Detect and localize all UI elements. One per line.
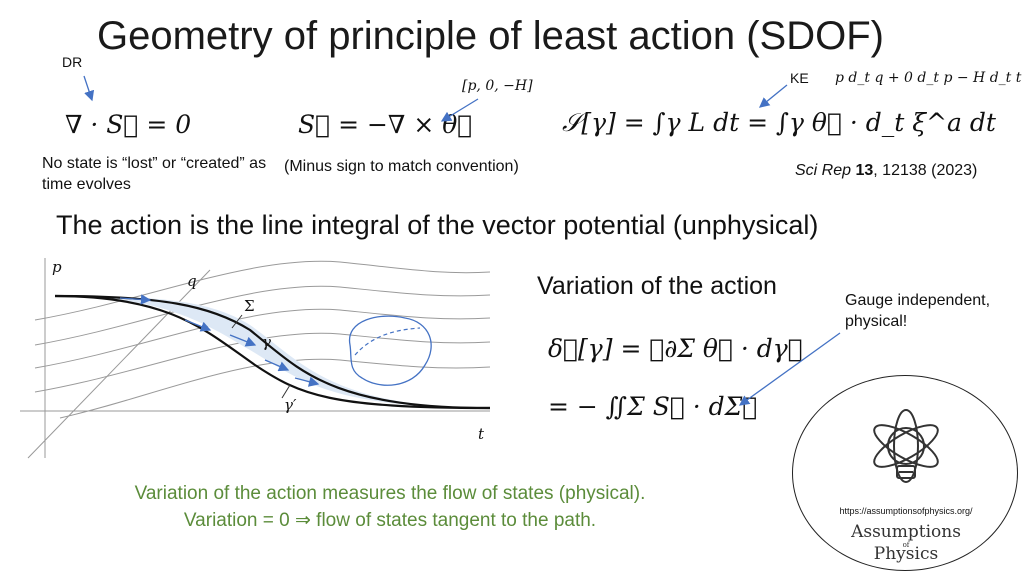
logo-name-1: Assumptions xyxy=(851,522,961,542)
dr-arrow xyxy=(83,75,95,102)
ke-expression-text: p d_t q + 0 d_t p − H d_t t xyxy=(835,70,1022,86)
citation-volume: 13 xyxy=(855,162,874,179)
logo-circle: https://assumptionsofphysics.org/ Assump… xyxy=(792,375,1018,571)
bottom-line-1: Variation of the action measures the flo… xyxy=(134,483,646,504)
gamma-label: γ xyxy=(262,333,271,351)
path-gamma-prime xyxy=(54,294,491,410)
divergence-equation: ∇ · S⃗ = 0 xyxy=(65,110,192,139)
ke-arrow xyxy=(758,84,788,108)
logo-name-of: of xyxy=(902,541,910,549)
ke-label: KE xyxy=(790,70,809,86)
slide-title: Geometry of principle of least action (S… xyxy=(97,14,884,58)
logo-url: https://assumptionsofphysics.org/ xyxy=(839,506,973,516)
citation: Sci Rep 13, 12138 (2023) xyxy=(795,162,977,180)
logo-name-2: Physics xyxy=(873,544,939,564)
closed-loop xyxy=(349,315,432,386)
axis-t-label: t xyxy=(478,425,485,443)
potential-vector: [p, 0, −H] xyxy=(462,78,533,94)
citation-journal: Sci Rep xyxy=(795,162,852,179)
bottom-line-2: Variation = 0 ⇒ flow of states tangent t… xyxy=(183,510,597,531)
axis-q-label: q xyxy=(187,272,197,290)
potential-note: (Minus sign to match convention) xyxy=(284,158,519,175)
variation-equation-1: δ𝒮[γ] = ∮∂Σ θ⃗ · dγ⃗ xyxy=(548,334,803,363)
sigma-pointer xyxy=(231,314,243,329)
q-axis xyxy=(27,269,211,459)
loop-dashed xyxy=(354,327,421,356)
action-equation: 𝒮[γ] = ∫γ L dt = ∫γ θ⃗ · d_t ξ^a dt xyxy=(562,108,996,137)
potential-arrow xyxy=(440,98,479,122)
bottom-note: Variation of the action measures the flo… xyxy=(45,480,735,534)
flow-arrows xyxy=(119,294,320,387)
subtitle: The action is the line integral of the v… xyxy=(56,210,819,240)
gauge-note: Gauge independent, physical! xyxy=(845,292,991,330)
gamma-prime-pointer xyxy=(281,384,291,399)
sigma-label: Σ xyxy=(244,297,255,315)
variation-heading: Variation of the action xyxy=(537,272,777,300)
divergence-note: No state is “lost” or “created” as time … xyxy=(42,155,267,193)
gamma-prime-label: γ′ xyxy=(284,396,297,414)
dr-label: DR xyxy=(62,54,83,70)
variation-equation-2: = − ∬Σ S⃗ · dΣ⃗ xyxy=(548,392,758,421)
atom-lightbulb-icon xyxy=(873,409,939,483)
gauge-arrow xyxy=(738,332,841,406)
citation-rest: , 12138 (2023) xyxy=(873,162,978,179)
sigma-surface xyxy=(55,296,490,408)
axis-p-label: p xyxy=(52,258,62,276)
ke-expression: p d_t q + 0 d_t p − H d_t t xyxy=(835,70,1021,86)
